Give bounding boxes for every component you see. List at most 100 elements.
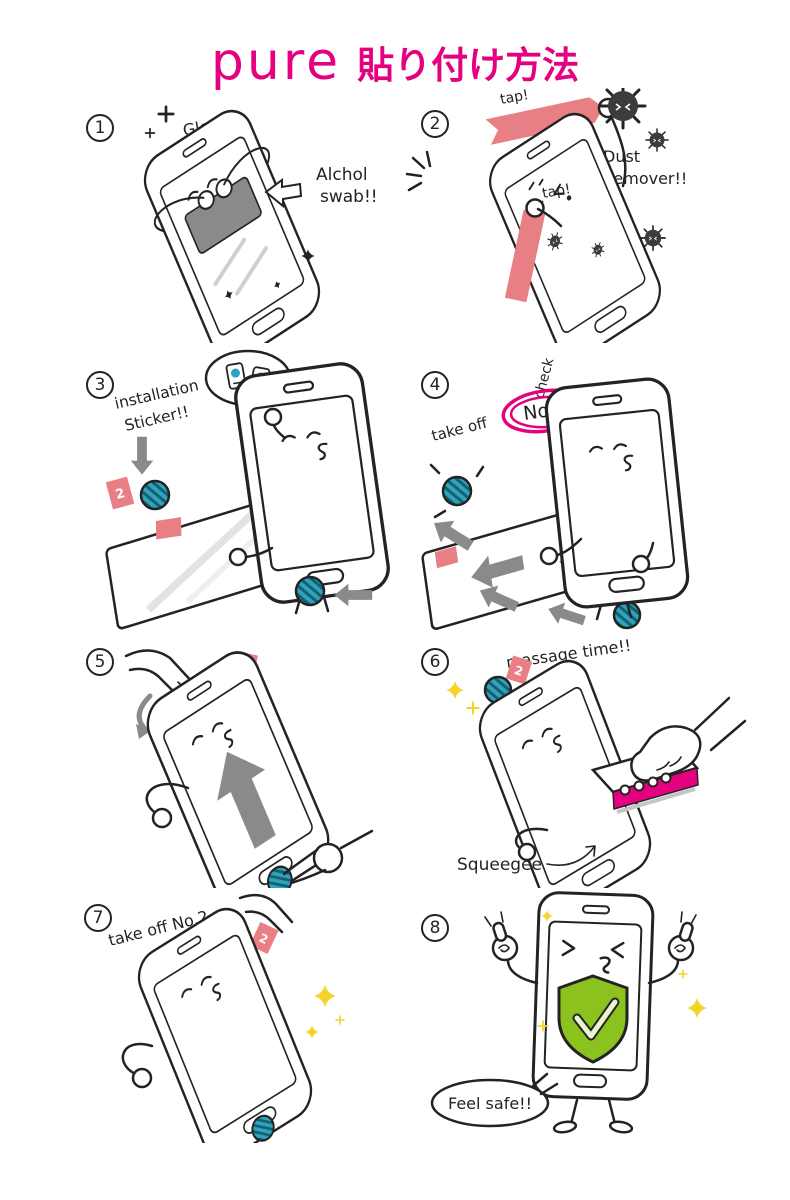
alcohol-swab-label: swab!! [320,187,378,207]
phone-hand-icon [131,1067,153,1089]
phone-arm [506,958,539,985]
film-tab-icon [155,517,182,540]
dust-remover-label: Dust [603,147,640,166]
step-number-badge: 7 [84,904,112,932]
phone-character [138,641,338,888]
step-number-badge: 5 [86,648,114,676]
page-title: 貼り付け方法 [357,44,580,88]
step-4-panel: 4 check No.1 take off [395,343,790,638]
curved-arrow-icon [136,693,153,739]
tap-label: tap! [541,181,572,202]
down-arrow-icon [130,436,154,475]
steps-grid: 1 Glossy [0,88,790,1143]
phone-foot [608,1120,634,1134]
teal-sticker-icon [441,475,473,507]
thumbs-up-icon [484,911,519,962]
sparkle-icon [335,1015,345,1025]
speech-bubble-tail [531,1072,559,1096]
phone-foot [552,1120,578,1134]
pressing-hand-icon [619,696,747,796]
pressing-hand-icon [282,829,374,885]
sparkle-icon [678,969,688,979]
dust-tape-strip-icon [485,97,604,145]
tab-number-icon: 2 [105,476,135,510]
phone-arm [647,958,680,985]
svg-text:2: 2 [513,663,525,679]
shield-icon [557,974,629,1064]
sparkle-icon [157,105,175,123]
page-header: pure 貼り付け方法 [0,0,790,88]
sparkle-icon [466,701,480,715]
phone-hand-icon [197,189,215,210]
step-1-panel: 1 Glossy [0,88,395,343]
germ-icon [640,225,666,251]
sparkle-icon [305,1025,319,1039]
impact-burst-icon [405,150,432,192]
phone-hand-icon [215,178,233,199]
alcohol-swab-icon [184,176,262,254]
step-6-illustration: massage time!! 2 [446,638,747,888]
phone-hand-icon [263,407,283,427]
phone-arm [145,782,190,818]
film-tab-icon [434,546,459,569]
step-2-illustration: tap! Dust Remover!! [405,88,687,343]
step-7-panel: 7 take off No.2 2 [0,888,395,1143]
pointer-arrow-icon [264,178,303,209]
phone-hand-icon [151,807,173,829]
phone-hand-icon [525,198,545,218]
germ-icon [645,128,669,152]
phone-arm [121,1042,154,1078]
step-4-illustration: check No.1 take off [421,355,692,632]
sparkle-icon [144,127,156,139]
phone-hand-icon [631,554,651,574]
squeegee-label: Squeegee [457,855,542,875]
teal-sticker-icon [294,575,326,607]
sparkle-icon [687,998,707,1018]
pull-marks [429,463,485,519]
phone-hand-icon [539,546,559,566]
step-7-illustration: take off No.2 2 [106,893,345,1143]
wipe-streaks [213,237,268,296]
step-8-illustration: Feel safe!! [430,890,707,1134]
step-number-badge: 1 [86,114,114,142]
feel-safe-label: Feel safe!! [448,1094,532,1113]
step-3-illustration: installation Sticker!! [105,349,393,630]
speech-bubble [430,1078,550,1128]
tab-number-icon: 2 [505,655,533,685]
step-1-illustration: Glossy [136,100,378,343]
sparkle-icon [314,985,336,1007]
phone-character [130,898,320,1143]
thumbs-up-icon [667,911,697,962]
step-5-panel: 5 2 [0,638,395,888]
teal-sticker-icon [251,1114,275,1142]
tap-label: tap! [499,88,530,108]
phone-arm [223,146,270,186]
checkmark-icon [574,999,618,1039]
alcohol-swab-label: Alchol [316,165,368,185]
phone-character [542,375,692,611]
brand-logo: pure [210,32,342,92]
dust-remover-label: Remover!! [603,169,687,188]
sparkle-icon [446,681,464,699]
step-3-panel: 3 installation Sticker!! [0,343,395,638]
step-number-badge: 8 [421,914,449,942]
pointer-arrow-icon [546,845,596,866]
teal-sticker-icon [139,479,171,511]
phone-body-icon [542,375,692,611]
phone-character [136,100,328,343]
phone-face-icon [561,939,625,974]
dust-tape-strip-icon [504,209,546,303]
phone-legs [569,1098,617,1126]
phone-legs [595,601,633,621]
phone-hand-icon [517,842,537,862]
pulling-hand-icon [238,893,294,934]
step-6-panel: 6 massage time!! 2 [395,638,790,888]
phone-arm [153,196,205,233]
step-8-panel: 8 [395,888,790,1143]
step-number-badge: 3 [86,371,114,399]
phone-hand-icon [228,547,248,567]
phone-arm [536,207,563,228]
tab-number-icon: 2 [249,921,279,955]
step-number-badge: 6 [421,648,449,676]
step-2-panel: 2 tap! Dust Remover!! [395,88,790,343]
